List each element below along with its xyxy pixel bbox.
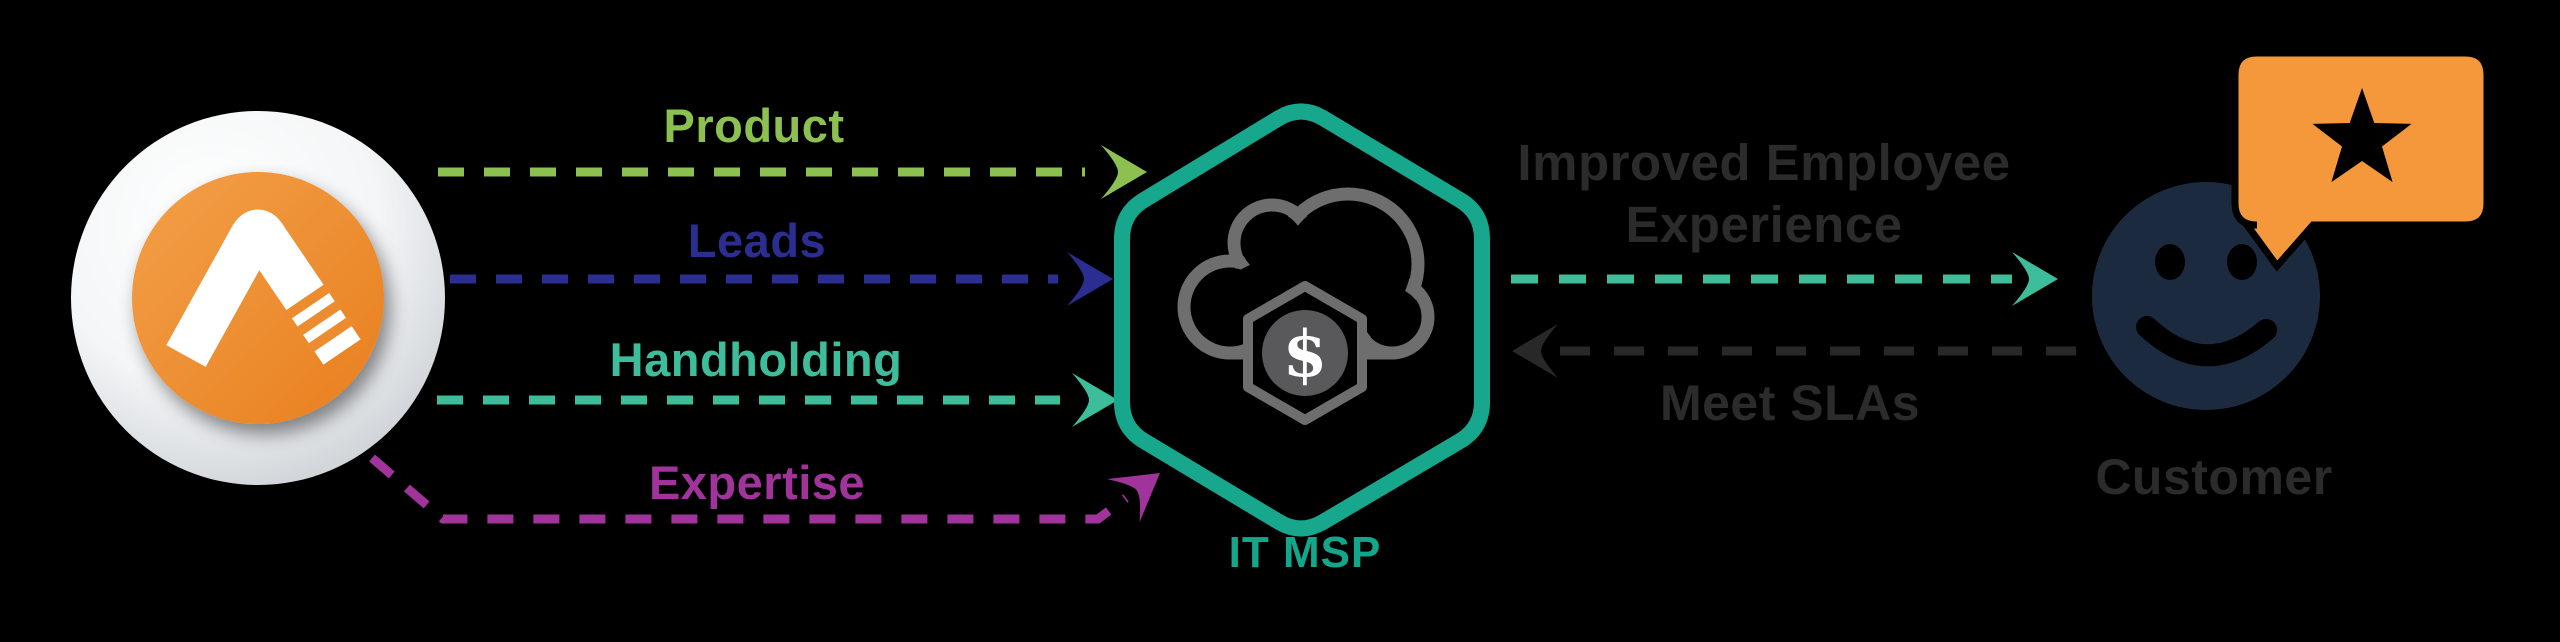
arrow-improved-experience bbox=[1511, 252, 2058, 306]
arrow-expertise bbox=[369, 451, 1177, 524]
label-expertise: Expertise bbox=[648, 456, 866, 509]
label-product: Product bbox=[663, 99, 845, 152]
arrow-leads bbox=[450, 252, 1113, 306]
msp-hexagon-icon: $ bbox=[1114, 103, 1490, 537]
dollar-sign: $ bbox=[1283, 317, 1328, 392]
review-bubble-icon bbox=[2231, 49, 2491, 272]
label-handholding: Handholding bbox=[609, 333, 903, 386]
arrowhead-leads bbox=[1067, 252, 1113, 306]
label-improved-line1: Improved Employee bbox=[1517, 134, 2011, 191]
arrowhead-meet-slas bbox=[1512, 324, 1558, 378]
vendor-logo-icon bbox=[71, 111, 445, 485]
star-icon bbox=[2312, 88, 2412, 183]
label-leads: Leads bbox=[687, 214, 827, 267]
label-it-msp: IT MSP bbox=[1228, 528, 1382, 577]
arrow-handholding bbox=[437, 373, 1118, 427]
label-meet-slas: Meet SLAs bbox=[1659, 375, 1921, 431]
arrowhead-improved-experience bbox=[2012, 252, 2058, 306]
customer-right-eye bbox=[2227, 244, 2257, 280]
arrowhead-product bbox=[1101, 145, 1147, 199]
label-improved-line2: Experience bbox=[1625, 196, 1903, 253]
label-improved-employee-experience: Improved Employee Experience bbox=[1517, 132, 2010, 256]
customer-icon bbox=[2092, 49, 2491, 410]
arrow-product bbox=[438, 145, 1147, 199]
logo-a-mark-icon bbox=[166, 209, 361, 367]
arrow-meet-slas bbox=[1512, 324, 2082, 378]
customer-left-eye bbox=[2155, 244, 2185, 280]
arrowhead-handholding bbox=[1072, 373, 1118, 427]
dollar-badge-icon: $ bbox=[1243, 281, 1367, 425]
label-customer: Customer bbox=[2095, 449, 2333, 505]
customer-smile bbox=[2136, 316, 2277, 367]
